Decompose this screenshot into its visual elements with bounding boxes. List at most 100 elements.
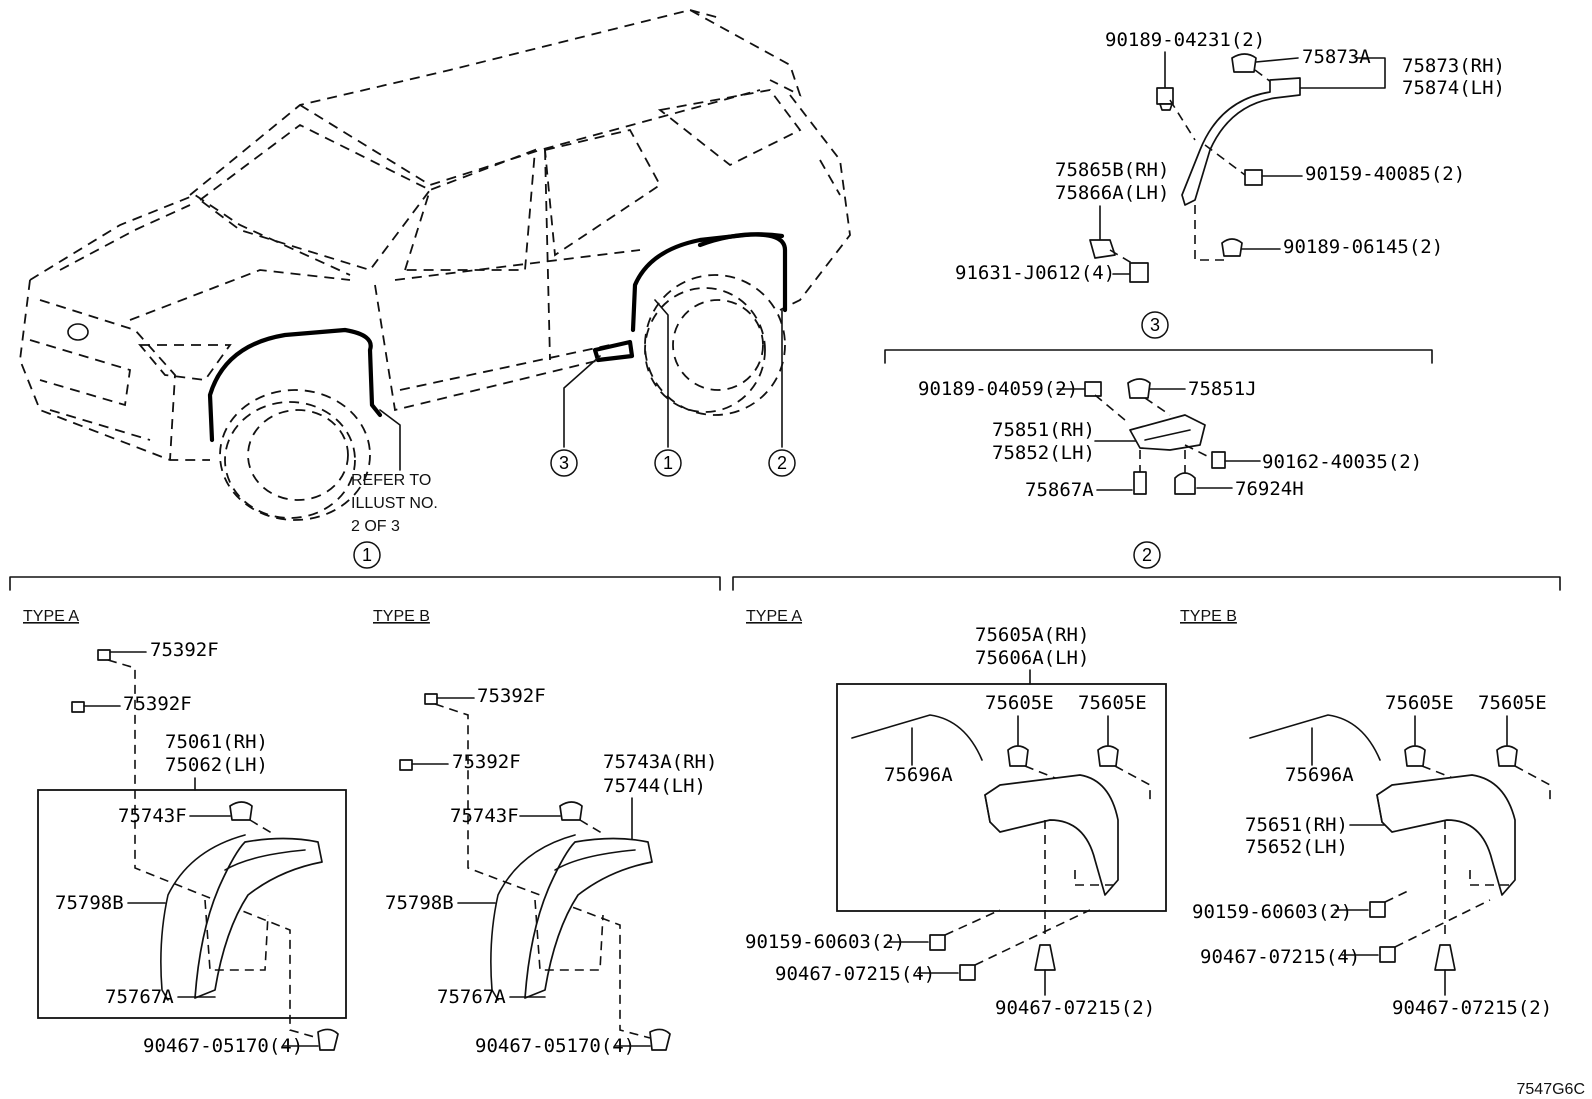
clip-75392F-b1 [424,693,438,705]
section-2-bracket-parts: 90189-04059(2) 75851J 75851(RH) 75852(LH… [918,378,1422,501]
callout-2-section-circle [1133,541,1161,569]
flare-75743A [524,837,653,999]
callout-1-section-circle [353,541,381,569]
clip-75605E-b1 [1404,745,1426,767]
label-b-75652: 75652(LH) [1245,836,1348,858]
screw-75867A [1133,471,1147,495]
label-75851J: 75851J [1188,378,1257,400]
clip-75392F-a2 [71,701,85,713]
moulding-75696A-b [1249,714,1381,761]
label-a-75767A: 75767A [105,986,174,1008]
callout-3-section-label: 3 [1150,315,1160,335]
label-a-90467-07215-4: 90467-07215(4) [775,963,935,985]
label-b-75798B: 75798B [385,892,454,914]
section-2-type-b: 75605E 75605E 75696A 75651(RH) 75652(LH)… [1192,692,1552,1019]
label-a-75743F: 75743F [118,805,187,827]
label-75873: 75873(RH) [1402,55,1505,77]
label-90189-04059: 90189-04059(2) [918,378,1078,400]
label-a-75605A: 75605A(RH) [975,624,1089,646]
label-b-75743F: 75743F [450,805,519,827]
clip-75392F-b2 [399,759,413,771]
label-a-75798B: 75798B [55,892,124,914]
flare-75605A [984,774,1119,896]
screw-90159-60603-a [929,934,946,951]
label-a-75696A: 75696A [884,764,953,786]
flare-75061 [194,837,323,999]
callout-1-section-label: 1 [362,545,372,565]
label-a-90467-07215-2: 90467-07215(2) [995,997,1155,1019]
refer-note-line3: 2 OF 3 [351,518,400,535]
label-90189-06145: 90189-06145(2) [1283,236,1443,258]
clip-75851J [1127,378,1151,399]
label-90162-40035: 90162-40035(2) [1262,451,1422,473]
screw-90467-07215-a4 [959,964,976,981]
flare-75651 [1376,774,1516,896]
section-1-type-b-heading: TYPE B [373,608,430,625]
vehicle-callouts: 3 1 2 REFER TO ILLUST NO. 2 OF 3 [351,299,796,535]
screw-90467-07215-b4 [1379,946,1396,963]
label-b-90467-05170: 90467-05170(4) [475,1035,635,1057]
clip-75743F-a [229,801,253,821]
label-a-75061: 75061(RH) [165,731,268,753]
label-75865B: 75865B(RH) [1055,159,1169,181]
refer-note-line2: ILLUST NO. [351,495,438,512]
label-a-75606A: 75606A(LH) [975,647,1089,669]
label-a-90159-60603: 90159-60603(2) [745,931,905,953]
label-75866A: 75866A(LH) [1055,182,1169,204]
clip-75605E-b2 [1496,745,1518,767]
section-1-type-a: 75392F 75392F 75061(RH) 75062(LH) 75743F… [37,639,347,1057]
callout-2-section-label: 2 [1142,545,1152,565]
callout-3-label: 3 [559,453,569,473]
label-b-75767A: 75767A [437,986,506,1008]
callout-2-circle [768,449,796,477]
moulding-75696A-a [851,714,983,761]
label-75851: 75851(RH) [992,419,1095,441]
retainer-75865B [1089,239,1116,259]
label-b-90467-07215-4: 90467-07215(4) [1200,946,1360,968]
label-91631-J0612: 91631-J0612(4) [955,262,1115,284]
moulding-75798B-b [490,834,576,1001]
label-75874: 75874(LH) [1402,77,1505,99]
label-b-75392F-1: 75392F [477,685,546,707]
screw-90159-40085 [1244,169,1263,186]
callout-3-circle [550,449,578,477]
part-75873-strip [1181,77,1301,206]
label-90189-04231: 90189-04231(2) [1105,29,1265,51]
callout-1-circle [654,449,682,477]
moulding-75798B-a [160,834,246,1001]
label-a-75605E-2: 75605E [1078,692,1147,714]
label-b-75651: 75651(RH) [1245,814,1348,836]
label-b-75743A: 75743A(RH) [603,751,717,773]
label-b-75744: 75744(LH) [603,775,706,797]
label-b-90159-60603: 90159-60603(2) [1192,901,1352,923]
label-a-90467-05170: 90467-05170(4) [143,1035,303,1057]
screw-90159-60603-b [1369,901,1386,918]
callout-2-label: 2 [777,453,787,473]
clip-90467-05170-b [649,1028,671,1051]
section-3-parts: 90189-04231(2) 75873A 75873(RH) 75874(LH… [884,29,1505,364]
clip-90467-07215-a2 [1034,944,1056,971]
label-b-75392F-2: 75392F [452,751,521,773]
clip-75743F-b [559,801,583,821]
vehicle-illustration [19,9,851,521]
clip-76924H [1174,472,1196,495]
clip-90189-04059 [1084,381,1102,397]
clip-90189-06145 [1221,238,1243,257]
bolt-91631-J0612 [1129,262,1149,283]
section-2-type-a-heading: TYPE A [746,608,802,625]
rear-upper-arch [697,232,785,248]
label-a-75062: 75062(LH) [165,754,268,776]
label-75873A: 75873A [1302,46,1371,68]
screw-90162-40035 [1211,451,1226,469]
rear-fender-flare [630,232,788,333]
label-b-90467-07215-2: 90467-07215(2) [1392,997,1552,1019]
clip-75392F-a1 [97,649,111,661]
clip-75873A [1231,53,1257,73]
label-a-75605E-1: 75605E [985,692,1054,714]
refer-note-line1: REFER TO [351,472,431,489]
clip-75605E-a1 [1007,745,1029,767]
callout-1-label: 1 [663,453,673,473]
label-75852: 75852(LH) [992,442,1095,464]
section-2-type-b-heading: TYPE B [1180,608,1237,625]
